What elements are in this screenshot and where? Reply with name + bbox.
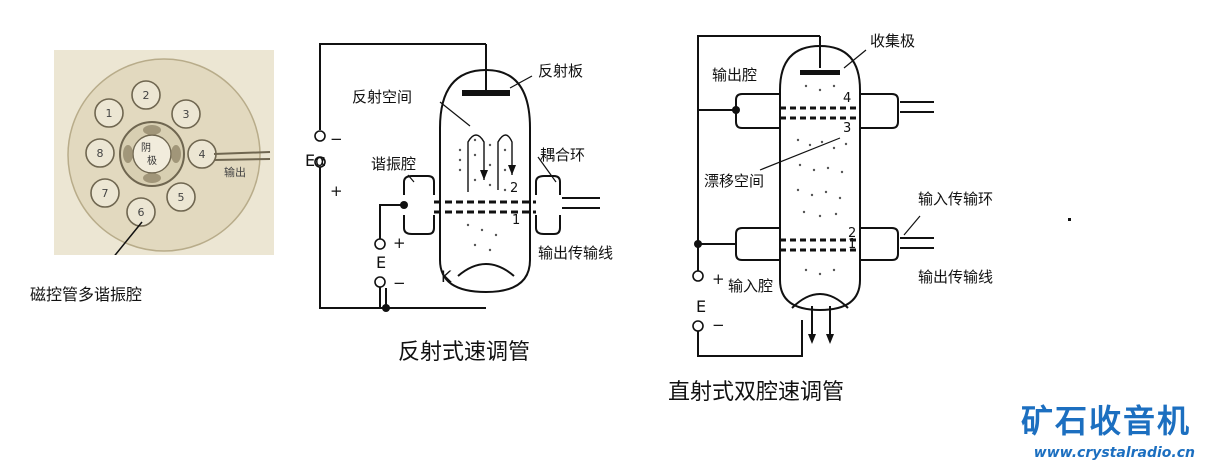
klystron-tube-envelope [779, 44, 861, 312]
reflex-caption: 反射式速调管 [398, 340, 531, 365]
output-cavity-left [735, 93, 780, 129]
brand-logo: 矿石收音机 [1020, 402, 1191, 440]
coupling-loop-label: 耦合环 [540, 146, 586, 164]
klystron-e-label: E [696, 297, 707, 316]
cavity-1 [94, 98, 124, 128]
e-label: E [376, 253, 387, 272]
brand-site: www.crystalradio.cn [1033, 445, 1195, 461]
reflector-wire [319, 43, 486, 130]
cavity-label-3: 3 [183, 108, 190, 121]
reflex-tube-envelope [439, 68, 531, 294]
cavity-3 [171, 99, 201, 129]
cathode-label-2: 极 [147, 154, 157, 167]
klystron-output-line-label: 输出传输线 [918, 268, 994, 286]
cathode [132, 134, 172, 174]
magnetron-caption: 磁控管多谐振腔 [30, 285, 143, 304]
klystron-terminal-minus [692, 320, 704, 332]
cavity-6 [126, 197, 156, 227]
cavity-label-7: 7 [102, 187, 109, 200]
input-loop-label: 输入传输环 [918, 190, 994, 208]
output-cavity-label: 输出腔 [712, 66, 758, 84]
stray-dot [1068, 218, 1071, 221]
resonator-left-top [403, 175, 435, 195]
output-cavity-right [860, 93, 899, 129]
cavity-label-8: 8 [97, 147, 104, 160]
ea-minus-label: − [330, 130, 343, 148]
terminal-e-minus [374, 276, 386, 288]
cavity-label-4: 4 [199, 148, 206, 161]
resonator-right-top [535, 175, 561, 195]
cavity-5 [166, 182, 196, 212]
klystron-plus-label: + [712, 270, 725, 288]
reflex-output-line-label: 输出传输线 [538, 244, 614, 262]
ea-plus-label: + [330, 182, 343, 200]
input-cavity-left [735, 227, 780, 261]
klystron-minus-label: − [712, 316, 725, 334]
cavity-label-6: 6 [138, 206, 145, 219]
ea-label: Eα [305, 151, 326, 170]
bottom-wire [319, 162, 486, 309]
cavity-7 [90, 178, 120, 208]
reflector-label: 反射板 [538, 62, 584, 80]
magnetron-figure: 阴 极 输出 1 2 3 4 5 6 7 8 [54, 50, 274, 255]
output-label: 输出 [224, 165, 246, 179]
terminal-e-plus [374, 238, 386, 250]
cavity-label-1: 1 [106, 107, 113, 120]
reflex-klystron-figure [314, 43, 600, 312]
resonator-left-bottom [403, 215, 435, 235]
input-cavity-label: 输入腔 [728, 277, 774, 295]
cavity-8 [85, 138, 115, 168]
collector-plate [800, 70, 840, 75]
reflect-space-label: 反射空间 [352, 88, 413, 106]
klystron-grid-3-label: 3 [843, 121, 852, 136]
e-minus-label: − [393, 274, 406, 292]
resonator-right-bottom [535, 215, 561, 235]
terminal-ea-minus [314, 130, 326, 142]
cathode-label-1: 阴 [141, 142, 151, 154]
klystron-grid-2-label: 2 [848, 226, 857, 241]
cavity-label-5: 5 [178, 191, 185, 204]
input-cavity-right [860, 227, 899, 261]
drift-space-label: 漂移空间 [704, 172, 765, 190]
collector-label: 收集极 [870, 32, 916, 50]
reflector-plate [462, 90, 510, 96]
terminal-ea-plus [314, 156, 326, 168]
resonator-label: 谐振腔 [371, 155, 417, 173]
klystron-figure [692, 35, 934, 357]
cathode-arc [457, 263, 515, 277]
reflex-grid-1-label: 1 [512, 213, 521, 228]
klystron-terminal-plus [692, 270, 704, 282]
reflex-grid-2-label: 2 [510, 181, 519, 196]
e-plus-label: + [393, 234, 406, 252]
cavity-2 [131, 80, 161, 110]
klystron-grid-4-label: 4 [843, 91, 852, 106]
cavity-label-2: 2 [143, 89, 150, 102]
klystron-grid-1-label: 1 [848, 237, 857, 252]
k-label: K [441, 267, 452, 286]
klystron-caption: 直射式双腔速调管 [668, 380, 845, 405]
